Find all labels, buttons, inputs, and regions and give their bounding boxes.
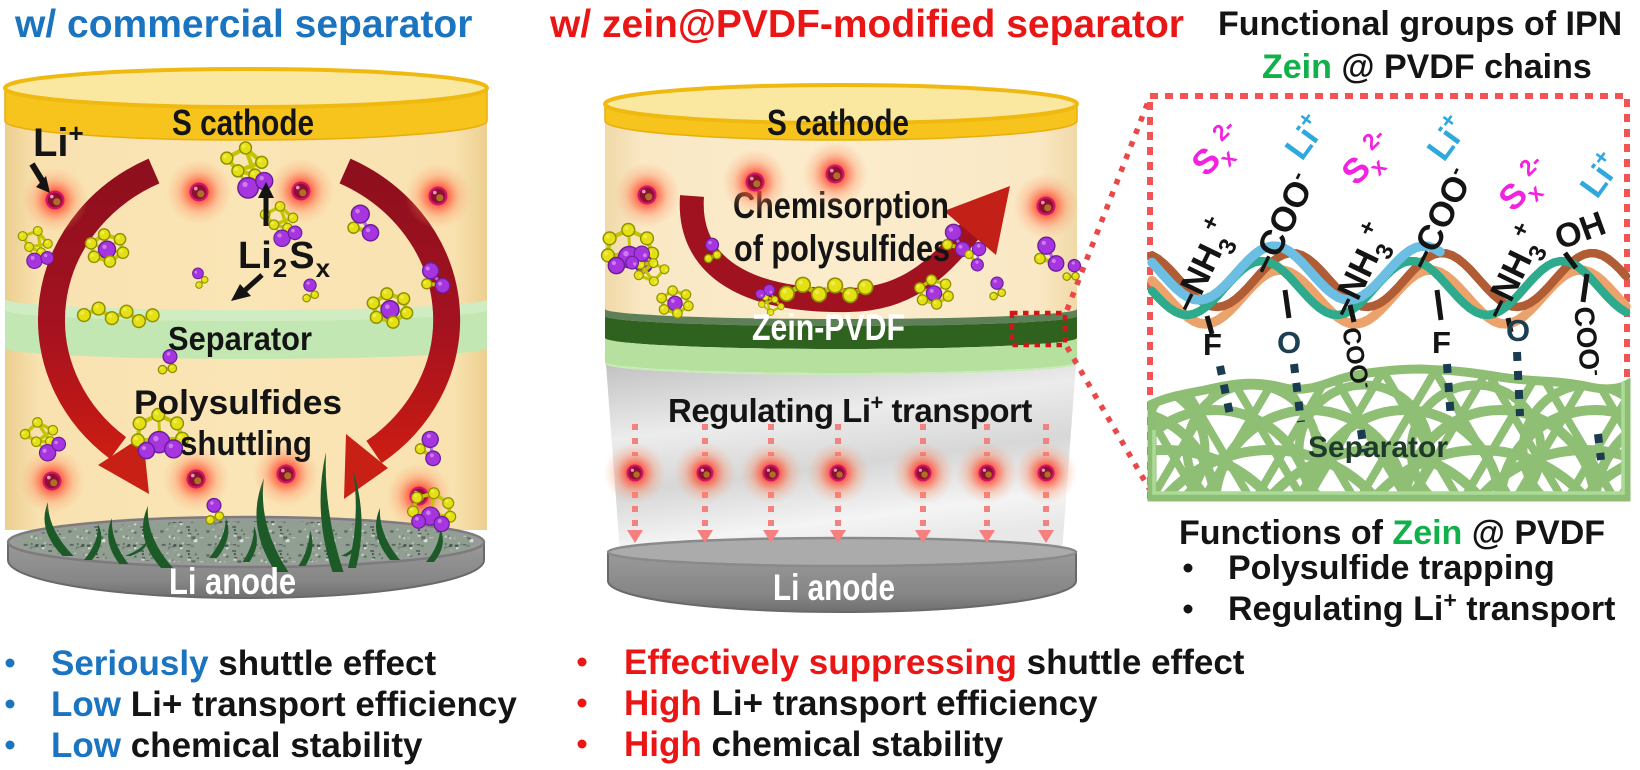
svg-text:Regulating Li+ transport: Regulating Li+ transport xyxy=(1228,587,1615,628)
svg-text:Zein @ PVDF chains: Zein @ PVDF chains xyxy=(1262,48,1592,86)
svg-text:Separator: Separator xyxy=(1308,431,1448,464)
svg-text:Low chemical stability: Low chemical stability xyxy=(51,726,423,765)
svg-text:Separator: Separator xyxy=(168,320,312,357)
svg-text:Effectively suppressing shuttl: Effectively suppressing shuttle effect xyxy=(624,643,1245,682)
svg-text:Regulating Li+ transport: Regulating Li+ transport xyxy=(668,390,1032,429)
svg-text:Functions of Zein @ PVDF: Functions of Zein @ PVDF xyxy=(1179,514,1605,552)
svg-text:shuttling: shuttling xyxy=(180,425,312,463)
svg-text:Functional groups of IPN: Functional groups of IPN xyxy=(1218,5,1622,43)
svg-text:Li anode: Li anode xyxy=(169,561,296,602)
svg-text:Polysulfide trapping: Polysulfide trapping xyxy=(1228,549,1555,587)
svg-text:F: F xyxy=(1203,327,1222,362)
svg-text:of polysulfides: of polysulfides xyxy=(734,228,950,269)
svg-text:Zein-PVDF: Zein-PVDF xyxy=(752,307,905,348)
svg-text:Seriously shuttle effect: Seriously shuttle effect xyxy=(51,644,436,683)
svg-text:High Li+ transport efficiency: High Li+ transport efficiency xyxy=(624,684,1098,723)
svg-text:Polysulfides: Polysulfides xyxy=(134,384,342,422)
svg-text:F: F xyxy=(1432,325,1451,360)
svg-text:COO-: COO- xyxy=(1568,305,1607,378)
svg-text:High chemical stability: High chemical stability xyxy=(624,725,1004,764)
svg-text:Li anode: Li anode xyxy=(773,567,895,608)
svg-text:O: O xyxy=(1277,325,1301,360)
svg-text:Low Li+ transport efficiency: Low Li+ transport efficiency xyxy=(51,685,517,724)
svg-text:S cathode: S cathode xyxy=(172,102,314,143)
svg-text:w/ commercial separator: w/ commercial separator xyxy=(14,3,472,46)
svg-text:S cathode: S cathode xyxy=(767,102,909,143)
svg-text:w/ zein@PVDF-modified separato: w/ zein@PVDF-modified separator xyxy=(549,3,1184,46)
svg-text:O: O xyxy=(1506,313,1530,348)
